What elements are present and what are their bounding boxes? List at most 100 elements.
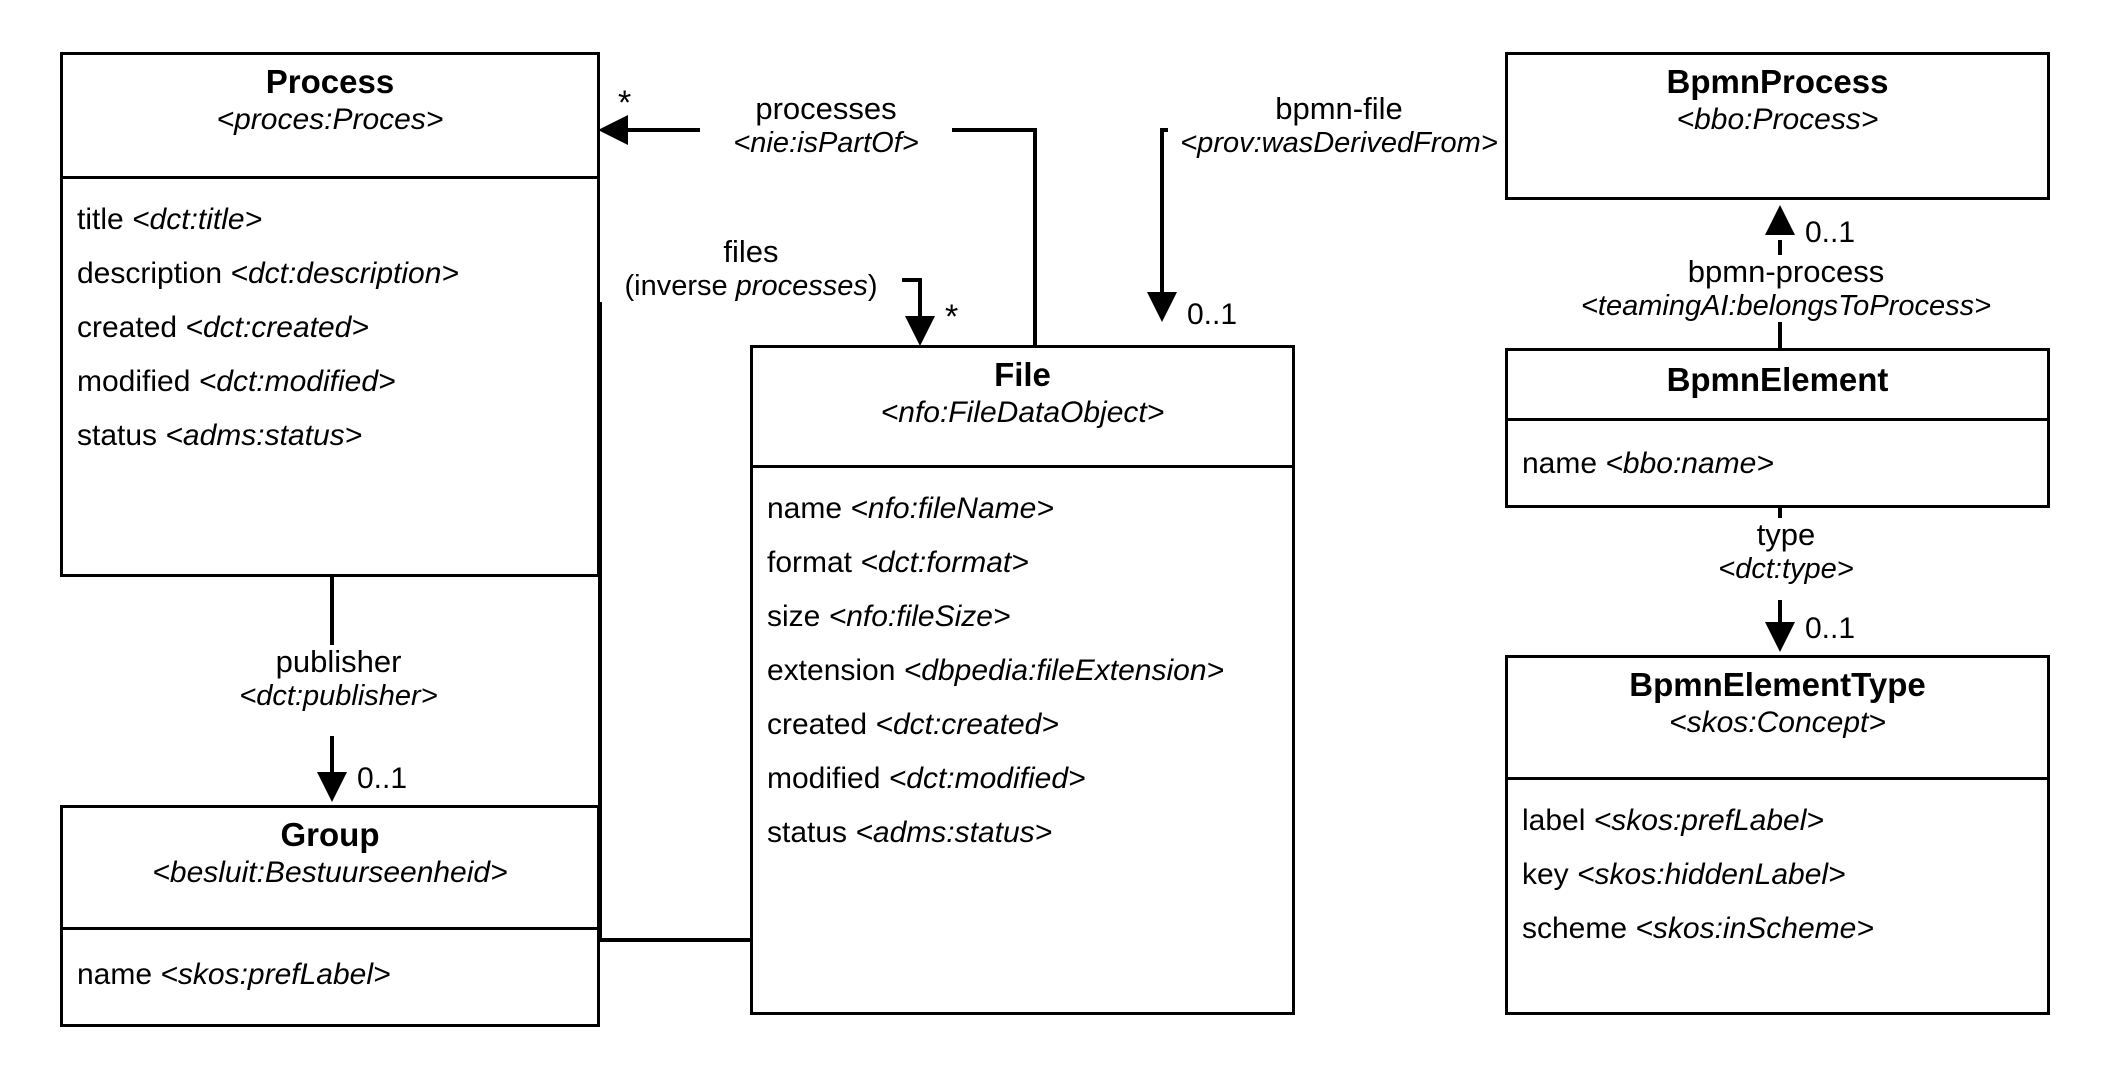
relation-uri-files: (inverse processes): [606, 270, 896, 302]
attribute-name: created: [77, 311, 178, 344]
relation-uri-bpmn-file: <prov:wasDerivedFrom>: [1180, 126, 1498, 159]
attribute-uri: <dct:title>: [132, 203, 263, 236]
attribute-row: name <bbo:name>: [1508, 437, 2047, 491]
attribute-row: extension <dbpedia:fileExtension>: [753, 644, 1292, 698]
attribute-uri: <adms:status>: [855, 816, 1053, 849]
attribute-name: extension: [767, 654, 896, 687]
class-header-bpmn-element-type: BpmnElementType <skos:Concept>: [1508, 658, 2047, 780]
arrow-bpmn-file-to-file: [1147, 292, 1177, 322]
attribute-name: name: [77, 958, 153, 991]
class-header-process: Process <proces:Proces>: [63, 55, 597, 179]
class-uri-group: <besluit:Bestuurseenheid>: [152, 855, 508, 889]
attribute-name: scheme: [1522, 912, 1628, 945]
edge-type-segment-bottom: [1778, 600, 1782, 628]
class-box-bpmn-element[interactable]: BpmnElement name <bbo:name>: [1505, 348, 2050, 508]
edge-files-segment-bottom: [598, 938, 750, 942]
class-uri-bpmn-element-type: <skos:Concept>: [1669, 705, 1886, 739]
class-uri-file: <nfo:FileDataObject>: [880, 395, 1165, 429]
edge-label-bpmn-process: bpmn-process <teamingAI:belongsToProcess…: [1570, 254, 2002, 323]
class-header-bpmn-element: BpmnElement: [1508, 351, 2047, 421]
attribute-uri: <skos:inScheme>: [1635, 912, 1874, 945]
relation-uri-processes: <nie:isPartOf>: [733, 126, 919, 159]
attribute-row: created <dct:created>: [753, 698, 1292, 752]
class-box-group[interactable]: Group <besluit:Bestuurseenheid> name <sk…: [60, 805, 600, 1027]
attribute-row: status <adms:status>: [63, 409, 597, 463]
class-uri-bpmn-process: <bbo:Process>: [1676, 102, 1879, 136]
attribute-uri: <nfo:fileName>: [850, 492, 1054, 525]
attribute-row: name <nfo:fileName>: [753, 482, 1292, 536]
attribute-row: size <nfo:fileSize>: [753, 590, 1292, 644]
class-attributes-group: name <skos:prefLabel>: [63, 930, 597, 1016]
class-name-bpmn-process: BpmnProcess: [1666, 63, 1889, 100]
attribute-uri: <dct:modified>: [888, 762, 1086, 795]
attribute-row: key <skos:hiddenLabel>: [1508, 848, 2047, 902]
attribute-row: name <skos:prefLabel>: [63, 948, 597, 1002]
attribute-row: title <dct:title>: [63, 193, 597, 247]
class-box-process[interactable]: Process <proces:Proces> title <dct:title…: [60, 52, 600, 577]
multiplicity-bpmn-file: 0..1: [1187, 298, 1238, 331]
attribute-name: label: [1522, 804, 1586, 837]
multiplicity-files: *: [945, 298, 959, 336]
edge-processes-segment-2: [900, 128, 1035, 132]
class-attributes-bpmn-element: name <bbo:name>: [1508, 421, 2047, 505]
attribute-uri: <adms:status>: [165, 419, 363, 452]
class-name-bpmn-element-type: BpmnElementType: [1629, 666, 1926, 703]
multiplicity-publisher: 0..1: [357, 762, 408, 795]
class-name-file: File: [994, 356, 1051, 393]
edge-label-processes: processes <nie:isPartOf>: [700, 91, 952, 160]
attribute-uri: <dct:created>: [185, 311, 369, 344]
attribute-name: title: [77, 203, 124, 236]
attribute-name: format: [767, 546, 853, 579]
edge-processes-segment-3: [1033, 128, 1037, 347]
relation-name-processes: processes: [755, 91, 897, 126]
class-attributes-bpmn-element-type: label <skos:prefLabel> key <skos:hiddenL…: [1508, 780, 2047, 970]
attribute-name: size: [767, 600, 821, 633]
attribute-uri: <dbpedia:fileExtension>: [903, 654, 1225, 687]
attribute-row: status <adms:status>: [753, 806, 1292, 860]
multiplicity-processes: *: [618, 84, 632, 122]
edge-type-segment-top: [1778, 508, 1782, 524]
attribute-name: name: [767, 492, 843, 525]
class-box-bpmn-process[interactable]: BpmnProcess <bbo:Process>: [1505, 52, 2050, 200]
class-header-bpmn-process: BpmnProcess <bbo:Process>: [1508, 55, 2047, 197]
relation-name-bpmn-process: bpmn-process: [1687, 254, 1885, 289]
relation-uri-publisher: <dct:publisher>: [239, 679, 438, 712]
relation-name-bpmn-file: bpmn-file: [1275, 91, 1403, 126]
arrow-bpmn-process-to-bpmn-process: [1765, 205, 1795, 235]
edge-label-bpmn-file: bpmn-file <prov:wasDerivedFrom>: [1168, 91, 1510, 160]
attribute-name: created: [767, 708, 868, 741]
arrow-publisher-to-group: [317, 772, 347, 802]
attribute-row: label <skos:prefLabel>: [1508, 794, 2047, 848]
class-attributes-file: name <nfo:fileName> format <dct:format> …: [753, 468, 1292, 874]
class-attributes-process: title <dct:title> description <dct:descr…: [63, 179, 597, 477]
attribute-uri: <skos:prefLabel>: [160, 958, 391, 991]
attribute-row: description <dct:description>: [63, 247, 597, 301]
relation-name-type: type: [1756, 517, 1816, 552]
attribute-name: description: [77, 257, 223, 290]
attribute-uri: <dct:description>: [230, 257, 459, 290]
class-header-group: Group <besluit:Bestuurseenheid>: [63, 808, 597, 930]
class-uri-process: <proces:Proces>: [216, 102, 444, 136]
class-box-file[interactable]: File <nfo:FileDataObject> name <nfo:file…: [750, 345, 1295, 1015]
edge-files-elbow-h: [886, 278, 922, 282]
arrow-processes-to-process: [598, 115, 628, 145]
attribute-uri: <skos:prefLabel>: [1593, 804, 1824, 837]
arrow-type-to-bpmn-element-type: [1765, 622, 1795, 652]
relation-name-publisher: publisher: [275, 644, 402, 679]
edge-label-type: type <dct:type>: [1660, 517, 1912, 586]
relation-uri-bpmn-process: <teamingAI:belongsToProcess>: [1580, 289, 1992, 322]
inverse-target: processes: [735, 269, 868, 302]
attribute-name: key: [1522, 858, 1569, 891]
class-name-group: Group: [280, 816, 380, 853]
edge-publisher-segment-bottom: [330, 736, 334, 778]
edge-files-elbow-v: [918, 278, 922, 320]
attribute-uri: <dct:modified>: [198, 365, 396, 398]
attribute-uri: <nfo:fileSize>: [828, 600, 1011, 633]
class-box-bpmn-element-type[interactable]: BpmnElementType <skos:Concept> label <sk…: [1505, 655, 2050, 1015]
attribute-row: scheme <skos:inScheme>: [1508, 902, 2047, 956]
attribute-name: status: [767, 816, 848, 849]
attribute-uri: <dct:format>: [860, 546, 1029, 579]
relation-name-files: files: [723, 234, 779, 269]
attribute-row: modified <dct:modified>: [63, 355, 597, 409]
